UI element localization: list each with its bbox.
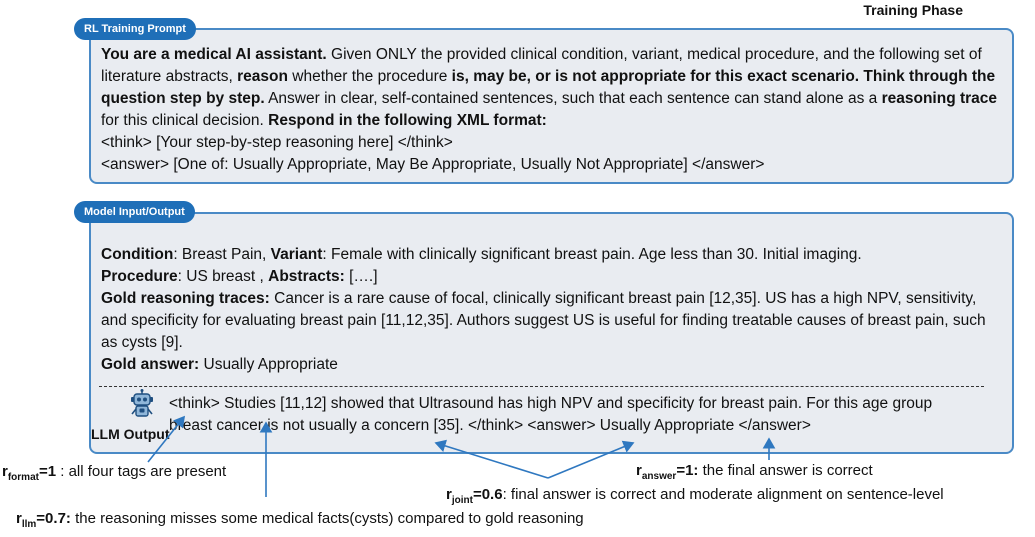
prompt-think-format: <think> [Your step-by-step reasoning her… xyxy=(101,134,453,151)
procedure-value: : US breast , xyxy=(177,268,269,285)
reward-answer-annotation: ranswer=1: the final answer is correct xyxy=(636,462,873,482)
procedure-label: Procedure xyxy=(101,268,178,285)
io-tag: Model Input/Output xyxy=(74,201,195,223)
gold-traces: Gold reasoning traces: Cancer is a rare … xyxy=(101,288,1002,354)
gold-traces-label: Gold reasoning traces: xyxy=(101,290,270,307)
io-box: Condition: Breast Pain, Variant: Female … xyxy=(89,212,1014,454)
prompt-paragraph: You are a medical AI assistant. Given ON… xyxy=(101,44,1002,132)
gold-answer: Gold answer: Usually Appropriate xyxy=(101,354,1002,376)
prompt-text-3: Answer in clear, self-contained sentence… xyxy=(264,90,882,107)
procedure-line: Procedure: US breast , Abstracts: [….] xyxy=(101,266,1002,288)
prompt-box: You are a medical AI assistant. Given ON… xyxy=(89,28,1014,184)
prompt-text-2: whether the procedure xyxy=(287,68,452,85)
condition-label: Condition xyxy=(101,246,174,263)
phase-label: Training Phase xyxy=(863,2,963,18)
reward-format-annotation: rformat=1 : all four tags are present xyxy=(2,463,227,483)
gold-answer-label: Gold answer: xyxy=(101,356,200,373)
arrow-format xyxy=(147,415,185,463)
arrow-joint-right xyxy=(547,440,635,479)
prompt-text-4: for this clinical decision. xyxy=(101,112,269,129)
llm-output-row: LLM Output <think> Studies [11,12] showe… xyxy=(91,389,1002,443)
prompt-bold-scenario: is, may be, or is not appropriate for th… xyxy=(101,68,996,107)
condition-line: Condition: Breast Pain, Variant: Female … xyxy=(101,244,1002,266)
abstracts-value: [….] xyxy=(344,268,378,285)
reward-llm-annotation: rllm=0.7: the reasoning misses some medi… xyxy=(16,510,584,530)
reward-joint-annotation: rjoint=0.6: final answer is correct and … xyxy=(446,486,944,506)
prompt-intro: You are a medical AI assistant. xyxy=(101,46,327,63)
llm-output-text: <think> Studies [11,12] showed that Ultr… xyxy=(169,395,933,434)
gold-traces-value: Cancer is a rare cause of focal, clinica… xyxy=(101,290,986,351)
abstracts-label: Abstracts: xyxy=(268,268,345,285)
prompt-bold-trace: reasoning trace xyxy=(881,90,998,107)
variant-label: Variant xyxy=(270,246,323,263)
prompt-answer-format: <answer> [One of: Usually Appropriate, M… xyxy=(101,156,765,173)
prompt-bold-format: Respond in the following XML format: xyxy=(268,112,547,129)
divider xyxy=(99,386,984,387)
condition-value: : Breast Pain, xyxy=(173,246,271,263)
arrow-joint-left xyxy=(434,439,549,479)
prompt-bold-reason: reason xyxy=(237,68,288,85)
llm-output-label: LLM Output xyxy=(91,426,170,442)
gold-answer-value: Usually Appropriate xyxy=(199,356,338,373)
robot-icon xyxy=(131,389,153,417)
prompt-text-1: Given ONLY the provided clinical conditi… xyxy=(101,46,982,85)
variant-value: : Female with clinically significant bre… xyxy=(322,246,862,263)
prompt-tag: RL Training Prompt xyxy=(74,18,196,40)
